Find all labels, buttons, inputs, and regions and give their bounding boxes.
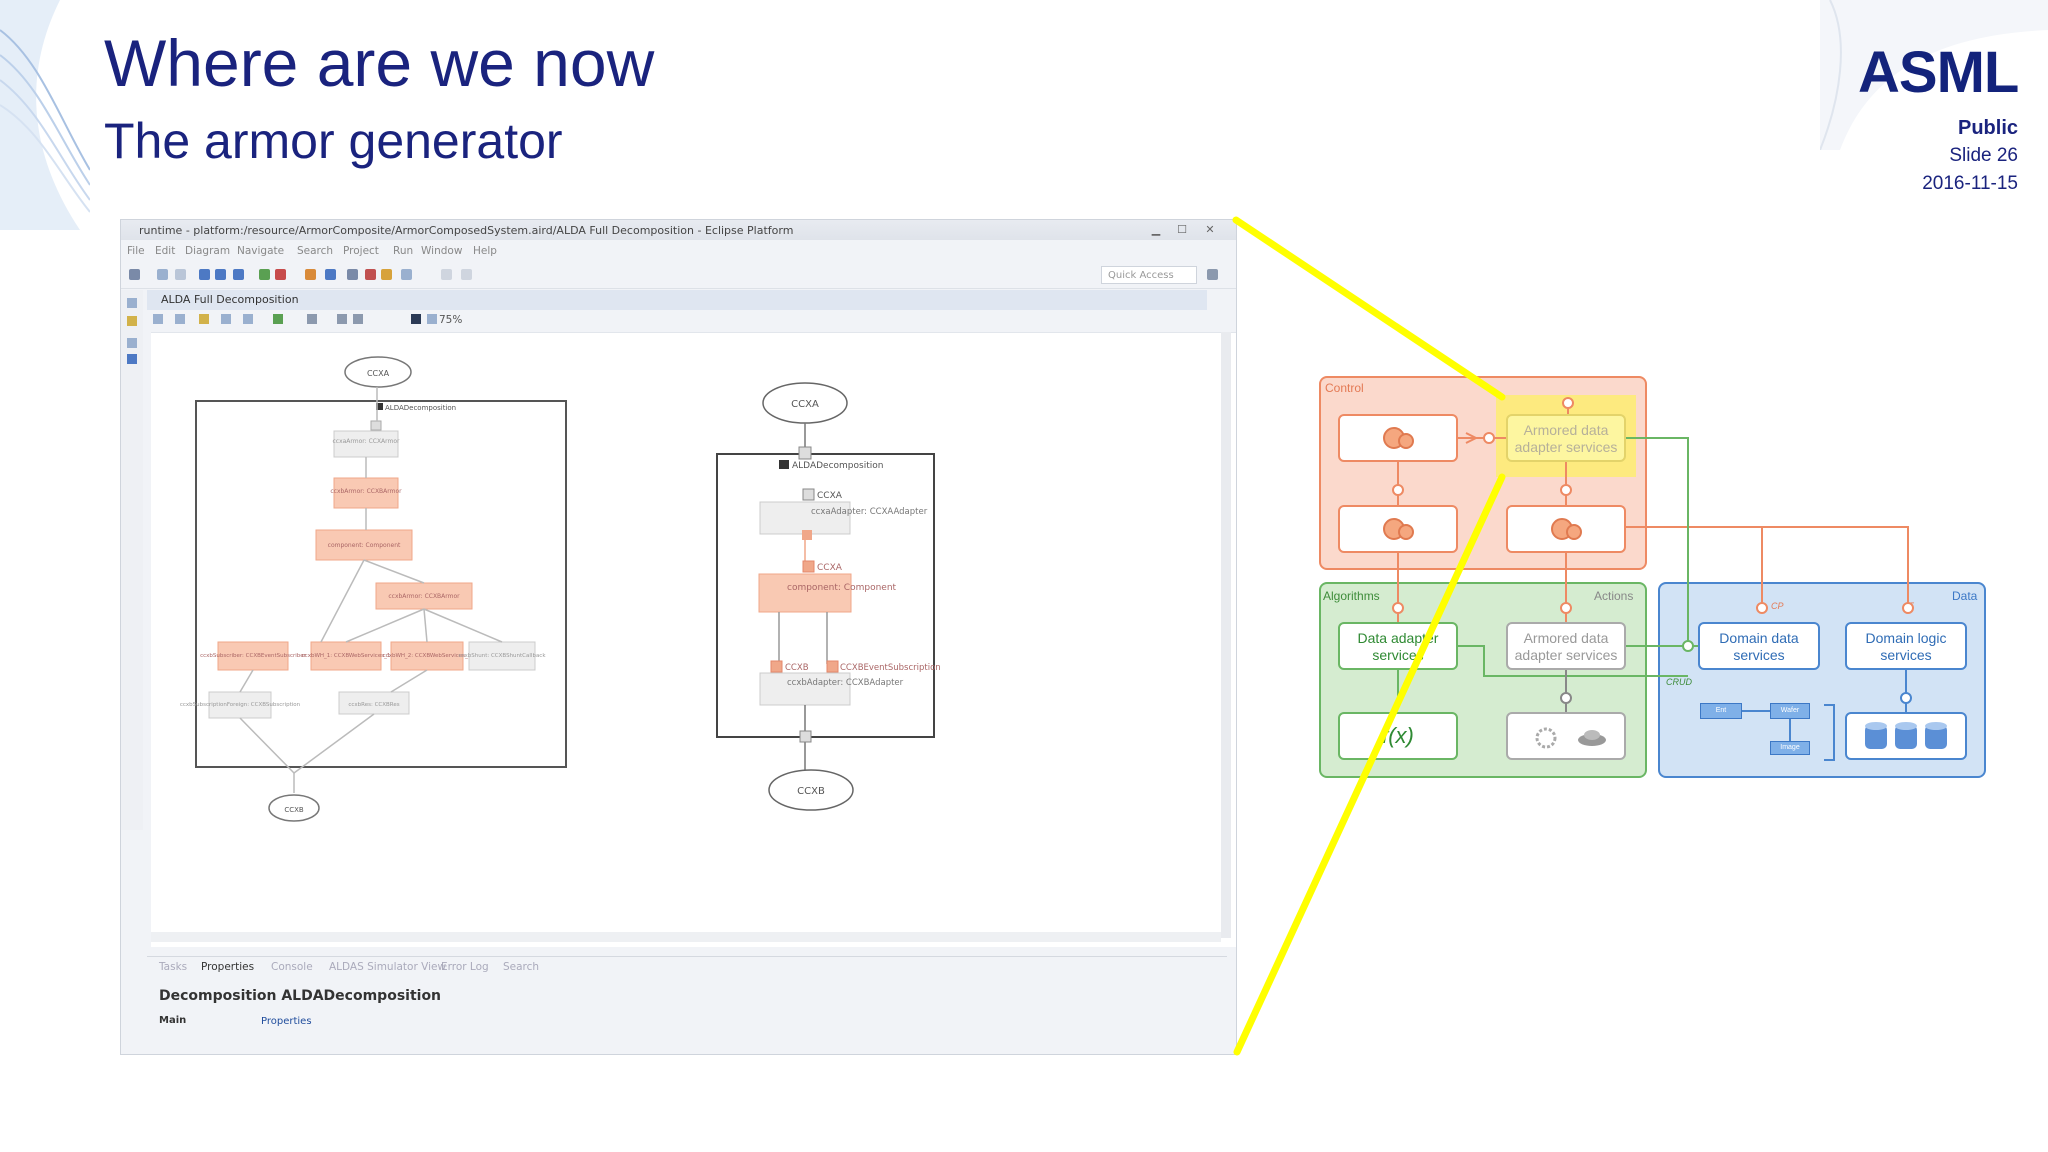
- architecture-connectors: [0, 0, 2048, 1152]
